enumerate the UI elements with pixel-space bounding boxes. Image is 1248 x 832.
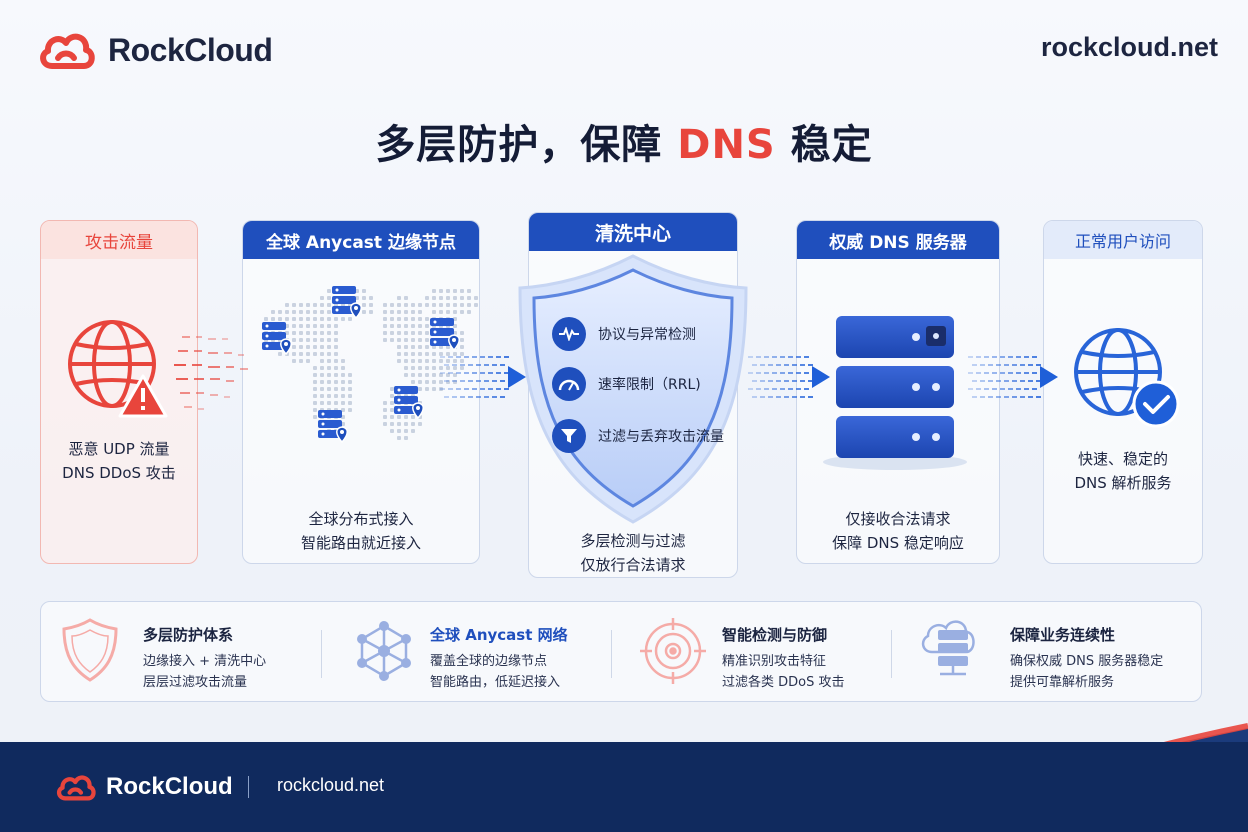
stage-scrub-desc: 多层检测与过滤 仅放行合法请求 <box>529 529 737 577</box>
stage-attack-label: 攻击流量 <box>41 221 197 259</box>
footer-site-url[interactable]: rockcloud.net <box>277 775 385 795</box>
stage-scrub-label: 清洗中心 <box>529 213 737 251</box>
stage-user-line1: 快速、稳定的 <box>1077 450 1168 468</box>
filter-icon <box>552 419 586 453</box>
feature-multilayer-line1: 边缘接入 + 清洗中心 <box>143 654 267 669</box>
stage-scrub-line2: 仅放行合法请求 <box>580 556 686 574</box>
feature-detection: 智能检测与防御 精准识别攻击特征 过滤各类 DDoS 攻击 <box>611 602 891 703</box>
stage-auth-label: 权威 DNS 服务器 <box>797 221 999 259</box>
cloud-logo-icon <box>40 33 95 69</box>
brand-name: RockCloud <box>108 31 273 68</box>
stage-anycast-label: 全球 Anycast 边缘节点 <box>243 221 479 259</box>
feature-divider <box>891 630 892 678</box>
footer-logo[interactable]: RockCloud <box>54 770 233 804</box>
stage-scrub-line1: 多层检测与过滤 <box>580 532 686 550</box>
stage-auth-line2: 保障 DNS 稳定响应 <box>832 534 964 552</box>
footer-separator <box>248 776 249 798</box>
stage-anycast-line2: 智能路由就近接入 <box>300 534 421 552</box>
stage-user-card: 正常用户访问 快速、稳定的 DNS 解析服务 <box>1043 220 1203 564</box>
stage-anycast-line1: 全球分布式接入 <box>308 510 414 528</box>
shield-item-rate-limit-label: 速率限制（RRL) <box>598 377 701 393</box>
stage-user-desc: 快速、稳定的 DNS 解析服务 <box>1044 447 1202 495</box>
site-url[interactable]: rockcloud.net <box>1040 32 1218 62</box>
feature-anycast-line2: 智能路由，低延迟接入 <box>430 675 561 690</box>
stage-anycast-card: 全球 Anycast 边缘节点 全球分布式接入 智能路由就近接入 <box>242 220 480 564</box>
stage-user-line2: DNS 解析服务 <box>1074 474 1172 492</box>
feature-continuity-line1: 确保权威 DNS 服务器稳定 <box>1010 654 1164 669</box>
feature-anycast-line1: 覆盖全球的边缘节点 <box>430 654 548 669</box>
stage-user-label: 正常用户访问 <box>1044 221 1202 259</box>
feature-anycast-title: 全球 Anycast 网络 <box>430 626 568 644</box>
feature-anycast: 全球 Anycast 网络 覆盖全球的边缘节点 智能路由，低延迟接入 <box>321 602 611 703</box>
shield-item-filter: 过滤与丢弃攻击流量 <box>552 419 724 453</box>
feature-bar: 多层防护体系 边缘接入 + 清洗中心 层层过滤攻击流量 全球 Anycast 网… <box>40 601 1202 702</box>
stage-anycast-desc: 全球分布式接入 智能路由就近接入 <box>243 507 479 555</box>
shield-item-filter-label: 过滤与丢弃攻击流量 <box>598 429 724 445</box>
stage-attack-line2: DNS DDoS 攻击 <box>62 464 176 482</box>
stage-auth-line1: 仅接收合法请求 <box>845 510 951 528</box>
brand-logo[interactable]: RockCloud <box>36 26 273 74</box>
stage-auth-desc: 仅接收合法请求 保障 DNS 稳定响应 <box>797 507 999 555</box>
feature-multilayer: 多层防护体系 边缘接入 + 清洗中心 层层过滤攻击流量 <box>41 602 321 703</box>
stage-attack-desc: 恶意 UDP 流量 DNS DDoS 攻击 <box>41 437 197 485</box>
shield-item-protocol-label: 协议与异常检测 <box>598 327 696 343</box>
speedometer-icon <box>552 367 586 401</box>
feature-divider <box>321 630 322 678</box>
stage-auth-card: 权威 DNS 服务器 仅接收合法请求 保障 DNS 稳定响应 <box>796 220 1000 564</box>
footer-brand-name: RockCloud <box>106 773 233 800</box>
feature-detection-line2: 过滤各类 DDoS 攻击 <box>722 675 845 690</box>
feature-continuity: 保障业务连续性 确保权威 DNS 服务器稳定 提供可靠解析服务 <box>891 602 1203 703</box>
pulse-icon <box>552 317 586 351</box>
cloud-logo-icon <box>56 775 96 801</box>
title-suffix: 稳定 <box>775 122 873 168</box>
feature-detection-title: 智能检测与防御 <box>722 626 828 644</box>
page-title: 多层防护，保障 DNS 稳定 <box>0 112 1248 170</box>
stage-attack-line1: 恶意 UDP 流量 <box>68 440 170 458</box>
feature-continuity-line2: 提供可靠解析服务 <box>1010 675 1115 690</box>
feature-detection-line1: 精准识别攻击特征 <box>722 654 827 669</box>
shield-item-protocol: 协议与异常检测 <box>552 317 696 351</box>
stage-attack-card: 攻击流量 恶意 UDP 流量 DNS DDoS 攻击 <box>40 220 198 564</box>
feature-multilayer-line2: 层层过滤攻击流量 <box>143 675 248 690</box>
feature-multilayer-title: 多层防护体系 <box>143 626 234 644</box>
title-prefix: 多层防护，保障 <box>375 122 678 168</box>
footer: RockCloud rockcloud.net <box>0 742 1248 832</box>
shield-item-rate-limit: 速率限制（RRL) <box>552 367 701 401</box>
title-highlight: DNS <box>677 122 776 168</box>
feature-divider <box>611 630 612 678</box>
feature-continuity-title: 保障业务连续性 <box>1010 626 1116 644</box>
